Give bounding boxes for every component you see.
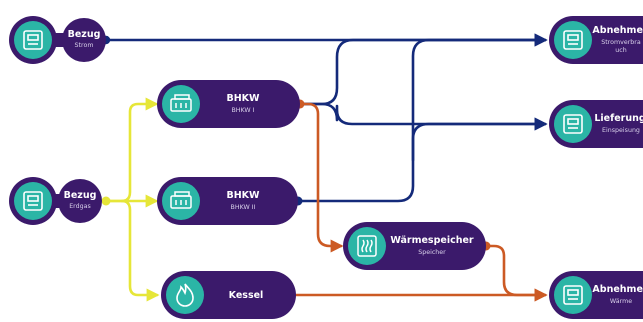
- edge-bhkw2-to-abnehmer: [296, 33, 548, 203]
- edge-gas-to-bhkw1: [104, 97, 159, 203]
- node-subtitle: Erdgas: [69, 203, 91, 210]
- node-title: BHKW: [226, 93, 260, 104]
- node-title: Bezug: [64, 190, 97, 201]
- node-subtitle: Strom: [75, 42, 94, 49]
- node-title: Abnehmer: [592, 25, 643, 36]
- heat-waves-icon: [357, 235, 377, 257]
- node-title: Kessel: [229, 290, 264, 301]
- chp-engine-icon: [170, 191, 192, 209]
- node-bezug-erdgas[interactable]: Bezug Erdgas: [9, 177, 102, 225]
- edge-bhkw1-to-lieferung: [298, 102, 548, 131]
- chp-engine-icon: [170, 94, 192, 112]
- node-subtitle: Wärme: [610, 298, 632, 305]
- bezug-erdgas-output-dot: [101, 196, 111, 206]
- node-waermespeicher[interactable]: Wärmespeicher Speicher: [343, 222, 486, 270]
- edge-bhkw2-to-lieferung: [411, 117, 548, 162]
- node-bhkw-1[interactable]: BHKW BHKW I: [157, 80, 300, 128]
- meter-icon: [563, 114, 583, 134]
- edge-bhkw1-to-abnehmer: [298, 33, 548, 106]
- node-subtitle: Einspeisung: [602, 127, 640, 134]
- node-subtitle-line1: Stromverbra: [601, 39, 641, 46]
- edge-speicher-to-abnehmer-waerme: [484, 244, 548, 302]
- meter-icon: [23, 191, 43, 211]
- node-subtitle: BHKW I: [231, 107, 254, 114]
- meter-icon: [563, 285, 583, 305]
- node-title: Wärmespeicher: [390, 235, 474, 246]
- node-kessel[interactable]: Kessel: [161, 271, 296, 319]
- node-subtitle: Speicher: [418, 249, 446, 256]
- node-abnehmer-waerme[interactable]: Abnehmer Wärme: [549, 271, 643, 319]
- node-title: BHKW: [226, 190, 260, 201]
- node-subtitle-line2: uch: [615, 47, 626, 54]
- edge-gas-to-kessel: [120, 199, 160, 302]
- meter-icon: [563, 30, 583, 50]
- node-bhkw-2[interactable]: BHKW BHKW II: [157, 177, 298, 225]
- node-title: Abnehmer: [592, 284, 643, 295]
- node-subtitle: BHKW II: [231, 204, 256, 211]
- edge-bhkw1-heat-to-speicher: [298, 102, 344, 253]
- node-lieferung[interactable]: Lieferung Einspeisung: [549, 100, 643, 148]
- node-title: Bezug: [68, 29, 101, 40]
- flame-icon: [176, 283, 194, 307]
- node-title: Lieferung: [594, 113, 643, 124]
- node-bezug-strom[interactable]: Bezug Strom: [9, 16, 106, 64]
- node-abnehmer-strom[interactable]: Abnehmer Stromverbra uch: [549, 16, 643, 64]
- meter-icon: [23, 30, 43, 50]
